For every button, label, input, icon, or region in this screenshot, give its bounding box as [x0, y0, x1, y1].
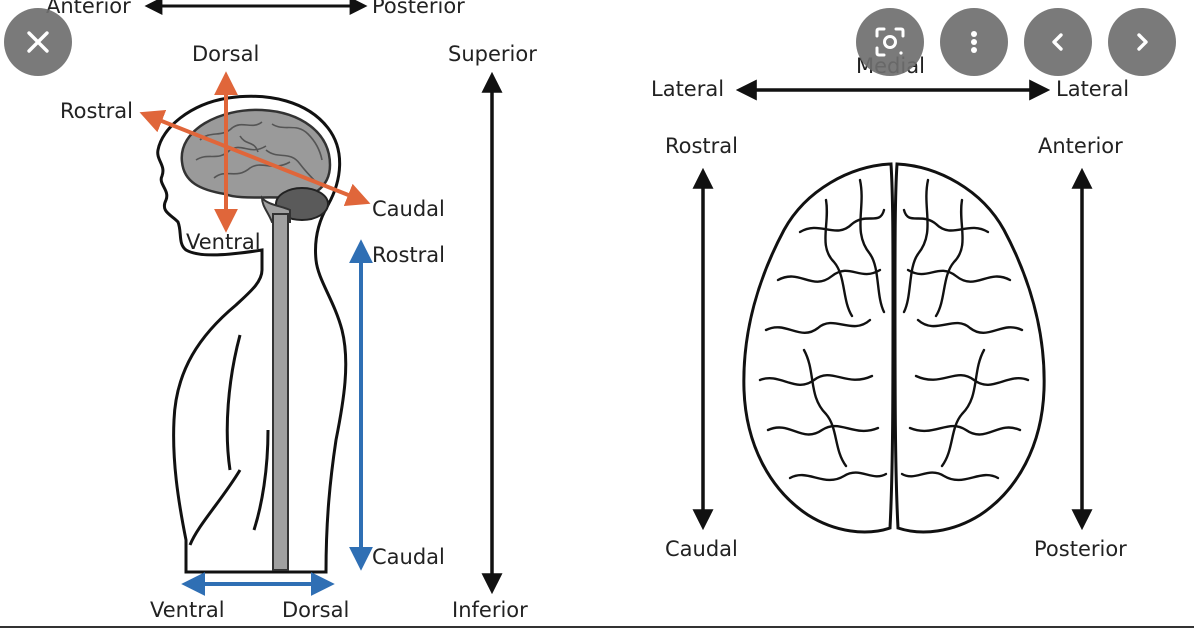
right-hemisphere [893, 162, 1046, 534]
label-rostral-top-view: Rostral [665, 134, 739, 158]
label-caudal-top-view: Caudal [665, 537, 738, 561]
bottom-edge [0, 626, 1194, 628]
label-anterior-top-view: Anterior [1038, 134, 1123, 158]
label-dorsal-brain: Dorsal [192, 42, 260, 66]
spinal-cord [272, 213, 289, 571]
leg-contour [188, 469, 242, 546]
label-dorsal-bottom: Dorsal [282, 598, 350, 622]
top-view-brain [742, 162, 1046, 534]
label-anterior: Anterior [46, 0, 131, 18]
label-caudal-brain: Caudal [372, 197, 445, 221]
previous-button[interactable] [1024, 8, 1092, 76]
label-posterior-top-view: Posterior [1034, 537, 1127, 561]
close-button[interactable] [4, 8, 72, 76]
close-icon [27, 31, 49, 53]
top-brain-gyri [758, 178, 1030, 482]
arm-contour [252, 429, 270, 531]
rostral-caudal-brain-arrow [139, 109, 371, 207]
next-button[interactable] [1108, 8, 1176, 76]
lens-button[interactable] [856, 8, 924, 76]
label-ventral-brain: Ventral [186, 230, 261, 254]
lens-icon [875, 27, 905, 57]
label-caudal-spine: Caudal [372, 545, 445, 569]
chevron-right-icon [1137, 33, 1148, 51]
label-inferior: Inferior [452, 598, 528, 622]
back-contour [225, 334, 242, 471]
label-rostral-spine: Rostral [372, 243, 446, 267]
label-lateral-left: Lateral [651, 77, 725, 101]
left-hemisphere [742, 162, 895, 534]
label-posterior: Posterior [372, 0, 465, 18]
label-lateral-right: Lateral [1056, 77, 1130, 101]
label-ventral-bottom: Ventral [150, 598, 225, 622]
label-superior: Superior [448, 42, 537, 66]
chevron-left-icon [1052, 33, 1063, 51]
side-brain [180, 108, 332, 200]
more-vertical-icon [971, 31, 977, 53]
label-rostral-brain: Rostral [60, 99, 134, 123]
more-options-button[interactable] [940, 8, 1008, 76]
